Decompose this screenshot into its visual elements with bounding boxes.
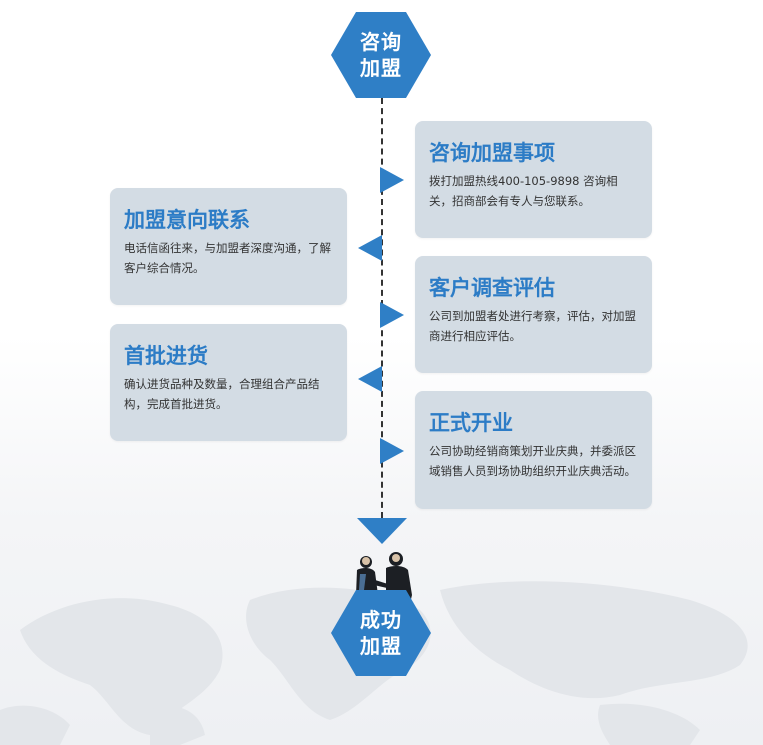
arrow-right-icon: [380, 167, 404, 193]
start-node-line1: 咨询: [360, 30, 402, 54]
step-description: 电话信函往来，与加盟者深度沟通，了解客户综合情况。: [124, 241, 331, 275]
arrow-right-icon: [380, 438, 404, 464]
start-hexagon-node: 咨询 加盟: [331, 12, 431, 98]
end-node-line1: 成功: [360, 608, 402, 632]
step-description: 确认进货品种及数量，合理组合产品结构，完成首批进货。: [124, 377, 320, 411]
step-title: 首批进货: [124, 344, 208, 368]
step-card-first-stock: 首批进货 确认进货品种及数量，合理组合产品结构，完成首批进货。: [110, 324, 347, 441]
step-title: 客户调查评估: [429, 276, 555, 300]
step-description: 公司协助经销商策划开业庆典，并委派区域销售人员到场协助组织开业庆典活动。: [429, 444, 636, 478]
step-card-intent: 加盟意向联系 电话信函往来，与加盟者深度沟通，了解客户综合情况。: [110, 188, 347, 305]
step-title: 咨询加盟事项: [429, 141, 555, 165]
arrow-left-icon: [358, 366, 382, 392]
arrow-left-icon: [358, 235, 382, 261]
step-card-opening: 正式开业 公司协助经销商策划开业庆典，并委派区域销售人员到场协助组织开业庆典活动…: [415, 391, 652, 509]
step-card-consult: 咨询加盟事项 拨打加盟热线400-105-9898 咨询相关，招商部会有专人与您…: [415, 121, 652, 238]
end-node-line2: 加盟: [360, 634, 402, 658]
start-node-line2: 加盟: [360, 56, 402, 80]
step-title: 正式开业: [429, 411, 513, 435]
step-description: 公司到加盟者处进行考察，评估，对加盟商进行相应评估。: [429, 309, 636, 343]
arrow-right-icon: [380, 302, 404, 328]
timeline-end-arrow-icon: [357, 518, 407, 544]
step-description: 拨打加盟热线400-105-9898 咨询相关，招商部会有专人与您联系。: [429, 174, 618, 208]
step-title: 加盟意向联系: [124, 208, 250, 232]
step-card-survey: 客户调查评估 公司到加盟者处进行考察，评估，对加盟商进行相应评估。: [415, 256, 652, 373]
